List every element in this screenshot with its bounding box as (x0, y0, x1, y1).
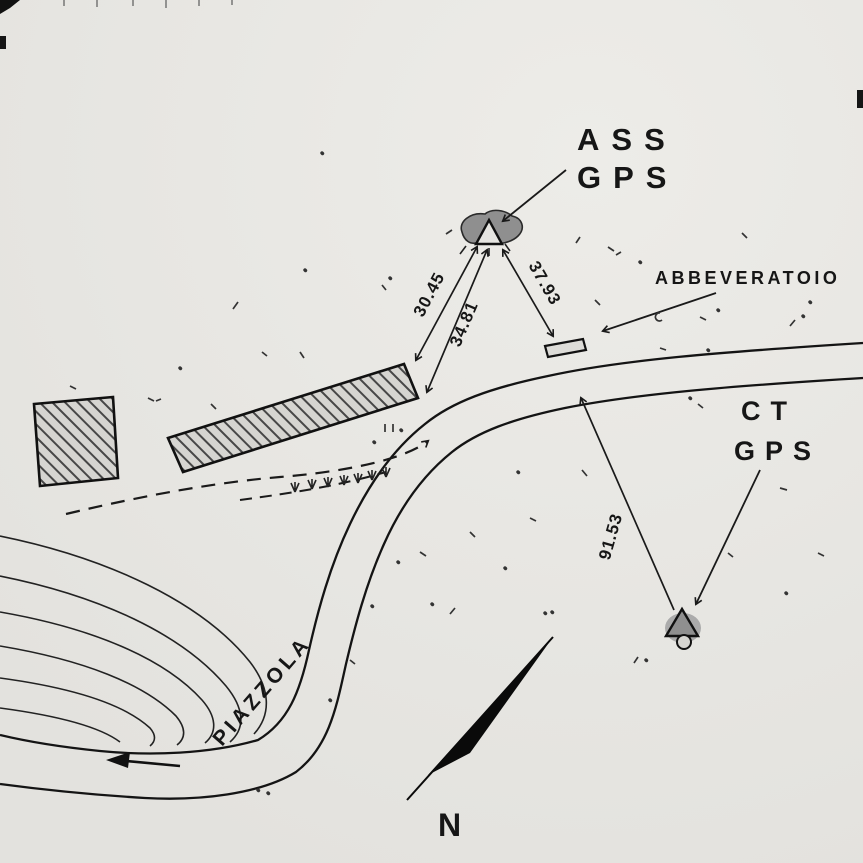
measure-line-91-53 (581, 398, 675, 611)
scan-artifact-left-edge (0, 36, 6, 49)
road-edge-upper (0, 341, 863, 755)
dashed-bank-line-inner (239, 471, 387, 501)
contour-line (0, 645, 185, 746)
measure-line-34-81 (427, 250, 487, 392)
ct-station-circle (676, 634, 692, 650)
north-arrow (428, 637, 553, 775)
building-long (166, 362, 420, 474)
ct-label-leader (696, 469, 761, 604)
scan-artifact-corner (0, 0, 20, 14)
ct-station-label-line2: GPS (734, 436, 821, 466)
scrub-tufts (290, 467, 391, 493)
dashed-bank-line (65, 441, 428, 516)
contour-line (0, 677, 156, 747)
contour-line (0, 707, 121, 743)
ct-station-label-line1: CT (741, 396, 797, 426)
ass-station-label-line2: GPS (577, 160, 678, 195)
contour-line (0, 575, 242, 743)
north-label: N (438, 807, 461, 843)
vegetation-tick-marks (69, 229, 825, 665)
scan-artifact-top-ticks (63, 0, 233, 8)
contour-line (0, 535, 268, 735)
scan-artifact-right-edge (857, 90, 863, 108)
road-direction-arrow-shaft (125, 759, 181, 768)
contour-line (0, 611, 215, 744)
road-direction-arrow-head (106, 752, 130, 768)
ass-label-leader (503, 169, 567, 221)
trough-label: ABBEVERATOIO (655, 268, 840, 288)
vegetation-dot-marks (178, 151, 813, 796)
measure-line-37-93 (503, 250, 553, 336)
ass-station-label-line1: ASS (577, 122, 677, 157)
building-small (32, 395, 120, 488)
trough-label-leader (603, 292, 717, 331)
ass-station-triangle (473, 217, 505, 246)
contour-lines (0, 535, 268, 747)
trough-symbol (543, 337, 588, 359)
